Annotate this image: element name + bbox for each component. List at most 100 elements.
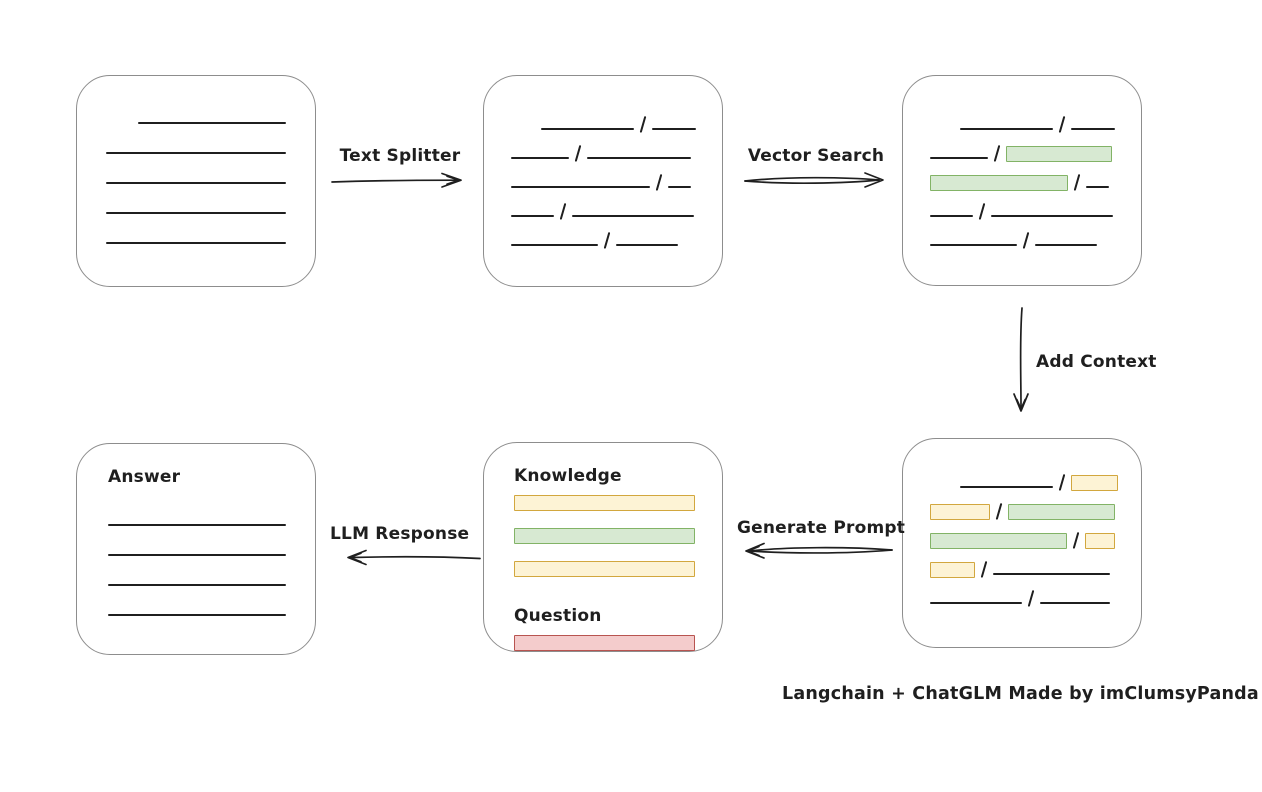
- segment-row: [514, 528, 695, 561]
- slash-separator: [639, 115, 647, 134]
- generate-prompt-label: Generate Prompt: [737, 518, 906, 538]
- text-line: [108, 554, 286, 556]
- segment-row: [930, 492, 1141, 521]
- text-line: [511, 244, 598, 246]
- yellow-chunk: [1085, 533, 1116, 549]
- knowledge-label: Knowledge: [514, 466, 622, 486]
- green-chunk: [1008, 504, 1116, 520]
- green-chunk: [930, 175, 1068, 191]
- segment-row: [106, 158, 315, 188]
- context-lines: [903, 439, 1141, 608]
- segment-row: [930, 550, 1141, 579]
- slash-separator: [1027, 589, 1035, 608]
- yellow-chunk: [930, 504, 990, 520]
- text-line: [587, 157, 692, 159]
- document-lines: [77, 76, 315, 248]
- text-line: [1040, 602, 1111, 604]
- text-line: [930, 244, 1017, 246]
- text-line: [960, 128, 1053, 130]
- yellow-chunk: [514, 495, 695, 511]
- text-line: [511, 215, 554, 217]
- prompt-box: Knowledge Question: [483, 442, 723, 652]
- segment-row: [106, 218, 315, 248]
- text-line: [668, 186, 692, 188]
- text-line: [1071, 128, 1116, 130]
- segment-row: [930, 134, 1141, 163]
- text-line: [1086, 186, 1110, 188]
- text-line: [616, 244, 679, 246]
- answer-box: Answer: [76, 443, 316, 655]
- answer-label: Answer: [108, 467, 181, 487]
- text-line: [138, 122, 286, 124]
- slash-separator: [655, 173, 663, 192]
- segment-row: [930, 163, 1141, 192]
- text-splitter-label: Text Splitter: [339, 146, 461, 166]
- slash-separator: [980, 560, 988, 579]
- slash-separator: [603, 231, 611, 250]
- green-chunk: [930, 533, 1067, 549]
- retrieved-lines: [903, 76, 1141, 250]
- slash-separator: [995, 502, 1003, 521]
- retrieved-chunks-box: [902, 75, 1142, 286]
- llm-response-label: LLM Response: [330, 524, 470, 544]
- document-box: [76, 75, 316, 287]
- chunk-lines: [484, 76, 722, 250]
- question-bar: [514, 635, 695, 668]
- segment-row: [930, 463, 1141, 492]
- text-line: [541, 128, 634, 130]
- segment-row: [106, 128, 315, 158]
- text-line: [106, 152, 286, 154]
- text-line: [1035, 244, 1098, 246]
- segment-row: [511, 105, 722, 134]
- segment-row: [930, 192, 1141, 221]
- segment-row: [514, 561, 695, 594]
- segment-row: [514, 495, 695, 528]
- segment-row: [930, 105, 1141, 134]
- text-line: [930, 157, 988, 159]
- segment-row: [108, 530, 315, 560]
- slash-separator: [559, 202, 567, 221]
- text-line: [511, 157, 569, 159]
- add-context-arrow-icon: [1013, 307, 1029, 412]
- question-label: Question: [514, 606, 602, 626]
- text-line: [108, 614, 286, 616]
- text-line: [108, 524, 286, 526]
- yellow-chunk: [514, 561, 695, 577]
- knowledge-bars: [514, 495, 695, 594]
- text-line: [572, 215, 695, 217]
- text-line: [960, 486, 1053, 488]
- slash-separator: [978, 202, 986, 221]
- generate-prompt-arrow-icon: [745, 542, 893, 559]
- segment-row: [108, 560, 315, 590]
- yellow-chunk: [930, 562, 975, 578]
- green-chunk: [514, 528, 695, 544]
- text-line: [106, 242, 286, 244]
- segment-row: [106, 98, 315, 128]
- segment-row: [108, 500, 315, 530]
- vector-search-label: Vector Search: [747, 146, 885, 166]
- segment-row: [511, 192, 722, 221]
- segment-row: [108, 590, 315, 620]
- text-line: [106, 182, 286, 184]
- answer-lines: [108, 500, 315, 620]
- segment-row: [106, 188, 315, 218]
- segment-row: [511, 134, 722, 163]
- segment-row: [514, 635, 695, 668]
- text-line: [930, 602, 1022, 604]
- green-chunk: [1006, 146, 1113, 162]
- slash-separator: [1058, 473, 1066, 492]
- slash-separator: [1072, 531, 1080, 550]
- context-box: [902, 438, 1142, 648]
- text-line: [993, 573, 1111, 575]
- text-line: [652, 128, 697, 130]
- segment-row: [511, 221, 722, 250]
- text-splitter-arrow-icon: [331, 172, 462, 188]
- text-line: [108, 584, 286, 586]
- text-line: [930, 215, 973, 217]
- segment-row: [930, 579, 1141, 608]
- vector-search-arrow-icon: [744, 172, 884, 188]
- yellow-chunk: [1071, 475, 1119, 491]
- text-line: [106, 212, 286, 214]
- llm-response-arrow-icon: [347, 549, 481, 566]
